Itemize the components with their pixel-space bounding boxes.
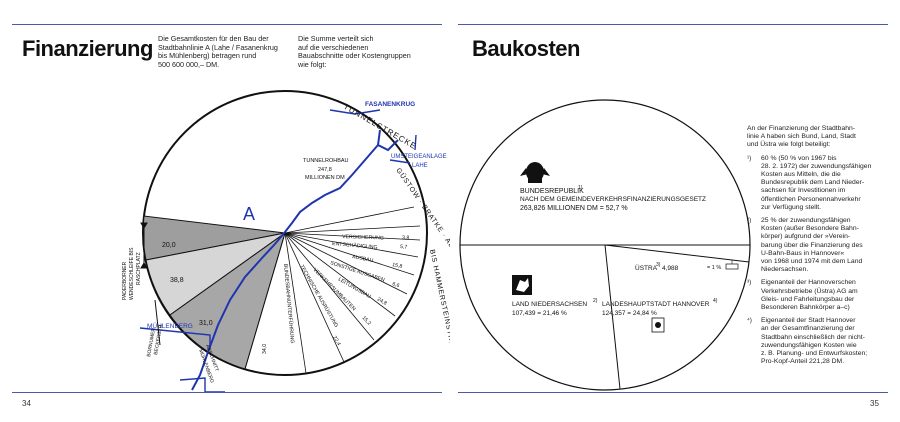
label-raschplatz: RASCHPLATZ	[136, 252, 142, 285]
label-ausbau: AUSBAU	[352, 254, 374, 264]
value-entschaedigung: 5,7	[400, 244, 408, 251]
bund-label-1: BUNDESREPUBLIK	[520, 188, 584, 195]
ustra-value: 4,988	[662, 265, 679, 272]
funding-pie: BUNDESREPUBLIK 1) NACH DEM GEMEINDEVERKE…	[459, 99, 751, 391]
page-number: 35	[870, 399, 879, 408]
tunnel-unit: MILLIONEN DM	[305, 175, 345, 181]
page-number: 34	[22, 399, 31, 408]
tunnel-value: 247,8	[318, 167, 332, 173]
value-versicherung: 3,8	[402, 235, 410, 241]
top-rule	[12, 24, 442, 25]
stadt-label: LANDESHAUPTSTADT HANNOVER	[602, 301, 710, 308]
left-page: Finanzierung Die Gesamtkosten für den Ba…	[12, 24, 450, 408]
value-technische: 22,4	[331, 335, 341, 347]
label-lahe: LAHE	[412, 163, 428, 169]
value-ausbau: 15,8	[392, 262, 403, 270]
value-verkehrsumbauten: 15,2	[361, 315, 372, 326]
label-paderborner: PADERBORNER	[122, 261, 128, 300]
land-value: 107,439 = 21,46 %	[512, 310, 567, 317]
label-umsteigeanlage: UMSTEIGEANLAGE	[391, 154, 447, 160]
right-page: Baukosten BUNDESREPUBLIK 1) NACH DEM GEM…	[450, 0, 900, 422]
sidebar-lead: An der Finanzierung der Stadtbahn- linie…	[747, 125, 856, 149]
value-sonstige: 6,6	[391, 281, 400, 289]
label-fasanenkrug: FASANENKRUG	[365, 101, 415, 108]
page-title: Baukosten	[472, 36, 580, 61]
sector-31	[169, 231, 286, 370]
footnote-num: ¹)	[747, 154, 752, 162]
bottom-rule	[458, 392, 888, 393]
horse-icon	[512, 275, 532, 295]
footnote-num: ⁴)	[747, 317, 752, 325]
financing-chart: 20,0 38,8 31,0 TUNNELROHBAU 247,8 MILLIO…	[122, 90, 450, 393]
line-letter-a: A	[243, 204, 255, 224]
label-beckerstr: BECKERSTR.	[153, 323, 164, 356]
footnote-3: ³) Eigenanteil der Hannoverschen Verkehr…	[747, 279, 897, 312]
bottom-rule	[12, 392, 442, 393]
pie-divider-2	[604, 244, 621, 390]
footnote-1: ¹) 60 % (50 % von 1967 bis 28. 2. 1972) …	[747, 155, 897, 212]
tunnel-label: TUNNELROHBAU	[303, 158, 349, 164]
ustra-label: ÜSTRA	[635, 264, 658, 272]
land-note: 2)	[593, 298, 598, 304]
page-title: Finanzierung	[22, 36, 153, 61]
label-hammerstein: BIS HAMMERSTEINSTR.	[428, 249, 450, 344]
label-versicherung: VERSICHERUNG	[342, 234, 384, 241]
eagle-icon	[520, 162, 550, 183]
ustra-note: 3)	[656, 262, 661, 268]
footnote-2: ²) 25 % der zuwendungsfähigen Kosten (au…	[747, 217, 897, 274]
value-leitungsbau: 24,8	[376, 297, 388, 307]
ustra-pct: = 1 %	[707, 265, 721, 271]
fan-lines	[244, 206, 421, 374]
pie-divider-3	[604, 244, 750, 263]
footnote-text: 60 % (50 % von 1967 bis 28. 2. 1972) der…	[761, 154, 872, 211]
footnote-num: ²)	[747, 217, 752, 225]
bund-value: 263,826 MILLIONEN DM = 52,7 %	[520, 205, 628, 212]
sidebar: An der Finanzierung der Stadtbahn- linie…	[747, 125, 897, 371]
intro-text-1: Die Gesamtkosten für den Bau der Stadtba…	[158, 34, 278, 69]
bund-note: 1)	[578, 185, 583, 191]
footnote-text: Eigenanteil der Hannoverschen Verkehrsbe…	[761, 279, 858, 312]
label-entschaedigung: ENTSCHÄDIGUNG	[332, 240, 378, 251]
route-line	[191, 129, 399, 391]
sector-label-31: 31,0	[199, 320, 213, 327]
top-rule	[458, 24, 888, 25]
label-wendeschleife: WENDESCHLEIFE BIS	[129, 247, 135, 300]
footnote-4: ⁴) Eigenanteil der Stadt Hannover an der…	[747, 317, 897, 366]
label-muehlenberg: MÜHLENBERG	[147, 322, 193, 330]
clover-icon	[651, 317, 665, 333]
value-bundesbahn: 34,0	[262, 344, 268, 354]
route-branches	[329, 109, 417, 164]
footnote-text: 25 % der zuwendungsfähigen Kosten (außer…	[761, 217, 863, 274]
bracket-markers	[140, 222, 161, 346]
intro-text-2: Die Summe verteilt sich auf die verschie…	[298, 34, 411, 69]
footnote-num: ³)	[747, 279, 752, 287]
stadt-note: 4)	[713, 298, 718, 304]
bund-label-2: NACH DEM GEMEINDEVERKEHRSFINANZIERUNGSGE…	[520, 196, 706, 203]
sector-label-20: 20,0	[162, 242, 176, 249]
stadt-value: 124,357 = 24,84 %	[602, 310, 657, 317]
land-label: LAND NIEDERSACHSEN	[512, 301, 587, 308]
label-bornumer: BORNUMER	[146, 327, 157, 357]
tram-icon	[725, 260, 739, 270]
footnote-text: Eigenanteil der Stadt Hannover an der Ge…	[761, 317, 868, 366]
sector-label-38-8: 38,8	[170, 277, 184, 284]
